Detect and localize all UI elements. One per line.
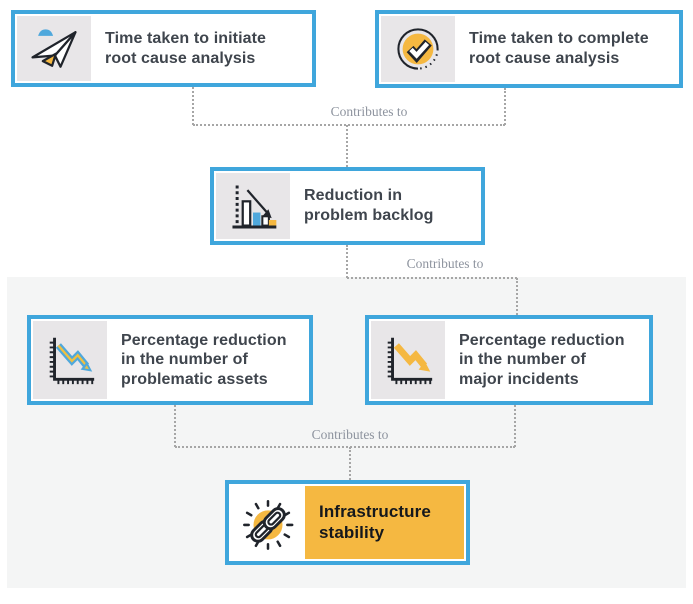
contributes-label: Contributes to (406, 256, 484, 271)
paper-plane-icon (31, 28, 77, 68)
connector-line (349, 447, 351, 480)
connector-line (346, 125, 348, 167)
node-text-area: Time taken to initiate root cause analys… (91, 16, 310, 81)
node-text-area: Reduction in problem backlog (290, 173, 479, 239)
node-label: Reduction in problem backlog (304, 187, 434, 224)
node-text-area: Percentage reduction in the number of ma… (445, 321, 647, 399)
node-time-to-initiate-rca: Time taken to initiate root cause analys… (11, 10, 316, 87)
node-label: Infrastructure stability (319, 501, 431, 542)
node-text-area: Infrastructure stability (305, 486, 464, 559)
check-circle-icon (397, 28, 439, 70)
node-label: Time taken to complete root cause analys… (469, 30, 649, 67)
node-major-incidents: Percentage reduction in the number of ma… (365, 315, 653, 405)
connector-line (516, 278, 518, 315)
node-label: Percentage reduction in the number of ma… (459, 331, 625, 388)
node-problem-backlog: Reduction in problem backlog (210, 167, 485, 245)
node-infrastructure-stability: Infrastructure stability (225, 480, 470, 565)
connector-line (192, 87, 194, 125)
icon-panel (17, 16, 91, 81)
icon-panel (33, 321, 107, 399)
node-text-area: Percentage reduction in the number of pr… (107, 321, 307, 399)
chain-link-icon (243, 499, 294, 550)
node-label: Time taken to initiate root cause analys… (105, 29, 267, 67)
icon-panel (231, 486, 305, 559)
node-problematic-assets: Percentage reduction in the number of pr… (27, 315, 313, 405)
declining-trend-blue-icon (49, 337, 95, 385)
connector-line (193, 124, 505, 126)
connector-line (504, 88, 506, 125)
node-text-area: Time taken to complete root cause analys… (455, 16, 677, 82)
declining-trend-yellow-icon (387, 337, 433, 385)
icon-panel (381, 16, 455, 82)
node-time-to-complete-rca: Time taken to complete root cause analys… (375, 10, 683, 88)
contributes-label: Contributes to (311, 427, 389, 442)
icon-panel (216, 173, 290, 239)
connector-line (174, 405, 176, 447)
connector-line (175, 446, 515, 448)
declining-bar-chart-icon (232, 185, 277, 229)
connector-line (346, 245, 348, 278)
connector-line (514, 405, 516, 447)
contributes-label: Contributes to (330, 104, 408, 119)
icon-panel (371, 321, 445, 399)
connector-line (347, 277, 517, 279)
node-label: Percentage reduction in the number of pr… (121, 331, 287, 388)
